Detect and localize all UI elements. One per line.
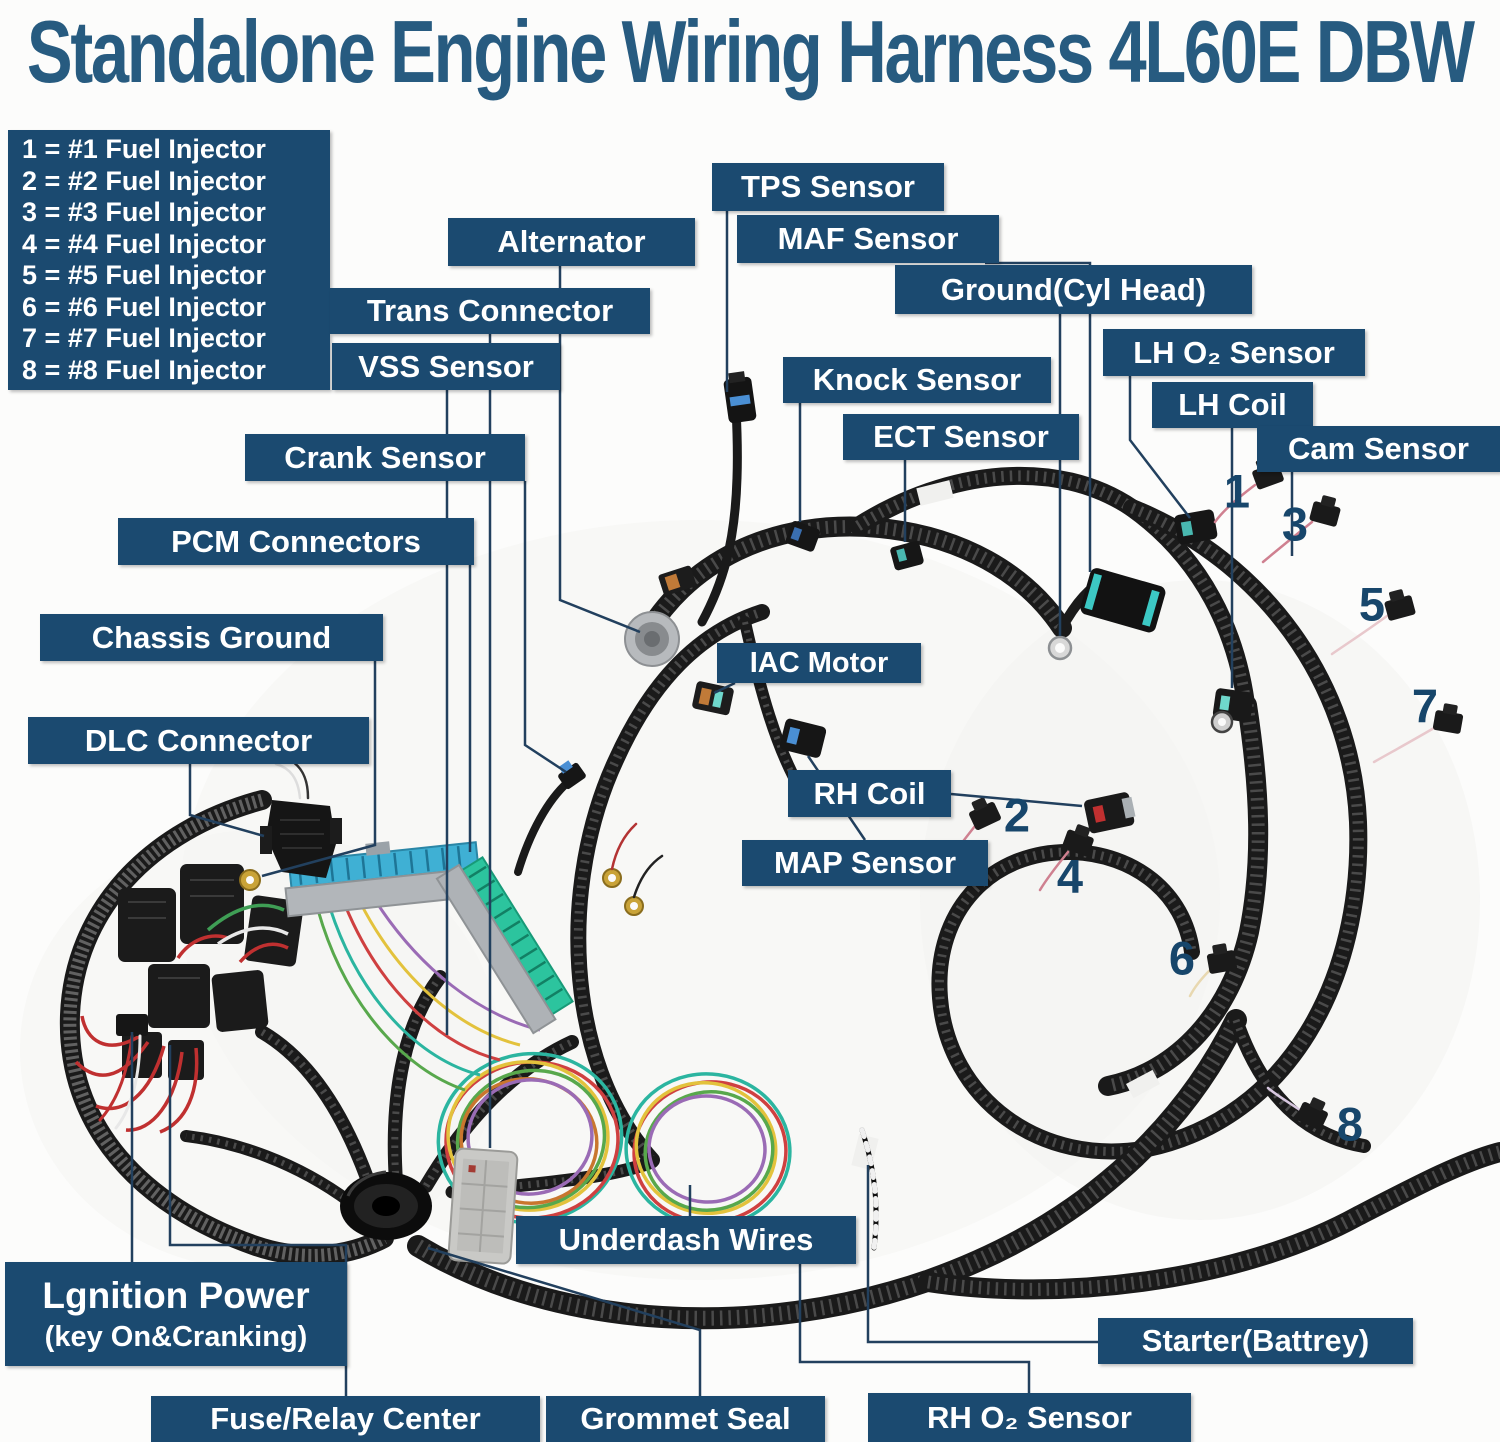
leader-dlc [188,764,265,838]
label-grommet-seal: Grommet Seal [546,1396,825,1442]
leader-alternator [558,266,641,634]
label-chassis-ground: Chassis Ground [40,614,383,661]
leader-maf [985,261,1092,572]
legend-item: 4 = #4 Fuel Injector [22,228,266,259]
injector-marker-8: 8 [1336,1097,1364,1151]
injector-marker-5: 5 [1358,577,1386,631]
leader-starter [866,1165,1098,1344]
fuel-injector-legend: 1 = #1 Fuel Injector 2 = #2 Fuel Injecto… [8,130,330,390]
trans-connector [447,1147,519,1265]
legend-item: 6 = #6 Fuel Injector [22,291,266,322]
injector-marker-3: 3 [1281,497,1309,551]
ignition-power-connector [98,1014,148,1130]
injector-3-connector [1309,495,1341,527]
label-lh-coil: LH Coil [1152,382,1313,428]
leader-iac [713,681,736,695]
pcm-connector-blue [284,841,487,918]
leader-lh-o2 [1128,376,1191,519]
rh-coil-connector [1084,792,1136,834]
injector-8-connector [1296,1097,1328,1130]
injector-marker-6: 6 [1168,931,1196,985]
injector-6-connector [1206,943,1238,974]
lh-o2-sensor-connector [1174,509,1218,545]
label-knock-sensor: Knock Sensor [783,357,1051,403]
map-sensor-connector [779,718,827,758]
label-underdash-wires: Underdash Wires [516,1216,856,1264]
pcm-wire-fan [316,899,541,1092]
label-alternator: Alternator [448,218,695,266]
injector-marker-4: 4 [1056,849,1084,903]
leader-crank [523,481,567,774]
orange-connector [658,565,697,596]
leader-grommet [427,1246,702,1396]
legend-item: 5 = #5 Fuel Injector [22,260,266,290]
label-fuse-relay-center: Fuse/Relay Center [151,1396,540,1442]
label-ignition-power-line2: (key On&Cranking) [44,1321,308,1353]
legend-item: 7 = #7 Fuel Injector [22,323,266,353]
label-vss-sensor: VSS Sensor [332,343,560,390]
leader-chassis-ground [261,661,377,878]
injector-marker-1: 1 [1223,464,1251,518]
injector-2-connector [969,797,1001,830]
label-map-sensor: MAP Sensor [742,840,988,886]
label-trans-connector: Trans Connector [330,288,650,334]
injector-marker-2: 2 [1003,788,1031,842]
grommet [340,1170,432,1240]
tps-connector [723,371,757,424]
label-ground-cyl-head: Ground(Cyl Head) [895,265,1252,314]
page-title-text: Standalone Engine Wiring Harness 4L60E D… [27,2,1475,101]
label-cam-sensor: Cam Sensor [1257,426,1500,472]
page-title: Standalone Engine Wiring Harness 4L60E D… [0,2,1500,102]
injector-4-connector [1062,824,1094,857]
label-dlc-connector: DLC Connector [28,717,369,764]
label-rh-o2-sensor: RH O₂ Sensor [868,1393,1191,1442]
legend-item: 8 = #8 Fuel Injector [22,354,266,385]
maf-sensor-connector [1080,568,1166,633]
legend-item: 3 = #3 Fuel Injector [22,197,266,227]
label-crank-sensor: Crank Sensor [245,434,525,481]
ring-terminals [239,635,1234,916]
legend-item: 2 = #2 Fuel Injector [22,165,266,196]
injector-5-connector [1384,589,1416,621]
ect-sensor-connector [890,541,924,571]
label-ignition-power-line1: Lgnition Power [42,1275,310,1316]
leader-rh-coil [950,792,1083,808]
label-rh-coil: RH Coil [788,770,951,817]
label-lh-o2-sensor: LH O₂ Sensor [1103,329,1365,376]
label-ignition-power: Lgnition Power (key On&Cranking) [5,1262,347,1366]
label-maf-sensor: MAF Sensor [737,215,999,263]
injector-7-connector [1432,703,1464,734]
label-pcm-connectors: PCM Connectors [118,518,474,565]
starter-wire [859,1127,879,1251]
leader-rh-o2 [798,1262,1031,1393]
label-starter-battery: Starter(Battrey) [1098,1318,1413,1364]
alternator-connector [624,611,680,667]
knock-sensor-connector [785,521,821,552]
label-ect-sensor: ECT Sensor [843,414,1079,460]
injector-marker-7: 7 [1411,679,1439,733]
legend-item: 1 = #1 Fuel Injector [22,134,266,164]
label-tps-sensor: TPS Sensor [712,163,944,211]
label-iac-motor: IAC Motor [717,643,921,683]
